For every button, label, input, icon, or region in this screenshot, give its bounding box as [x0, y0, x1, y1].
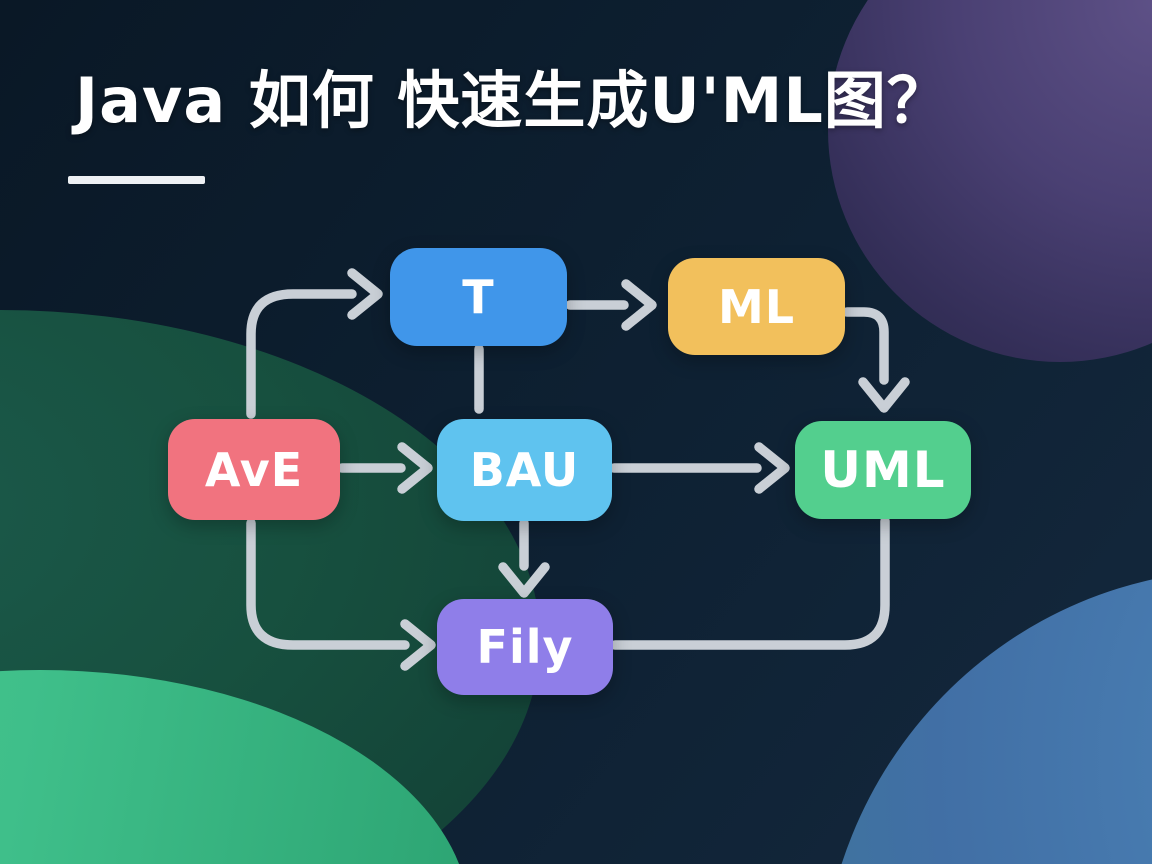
- node-t: T: [390, 248, 567, 346]
- page-title: Java 如何 快速生成U'ML图？: [75, 64, 950, 137]
- node-fily-label: Fily: [476, 620, 574, 674]
- arrowhead-ave-to-bau: [397, 442, 433, 494]
- node-ml: ML: [668, 258, 845, 355]
- node-fily: Fily: [437, 599, 613, 695]
- edge-ave-to-t: [246, 289, 357, 419]
- arrowhead-bau-to-fily: [498, 562, 550, 598]
- node-ml-label: ML: [717, 279, 796, 334]
- node-bau: BAU: [437, 419, 612, 521]
- edge-ml-to-uml: [842, 307, 889, 385]
- edge-fily-to-uml: [610, 516, 890, 650]
- edge-ave-to-fily: [246, 518, 410, 650]
- arrowhead-t-to-ml: [621, 279, 657, 331]
- arrowhead-bau-to-uml: [754, 442, 790, 494]
- node-ave: AvE: [168, 419, 340, 520]
- title-underline: [68, 176, 205, 184]
- node-ave-label: AvE: [204, 442, 304, 497]
- arrowhead-ave-to-fily: [400, 619, 436, 671]
- node-t-label: T: [462, 270, 495, 324]
- node-uml-label: UML: [820, 441, 946, 499]
- arrowhead-ml-to-uml: [858, 377, 910, 413]
- arrowhead-ave-to-t: [347, 268, 383, 320]
- node-bau-label: BAU: [469, 443, 580, 497]
- node-uml: UML: [795, 421, 971, 519]
